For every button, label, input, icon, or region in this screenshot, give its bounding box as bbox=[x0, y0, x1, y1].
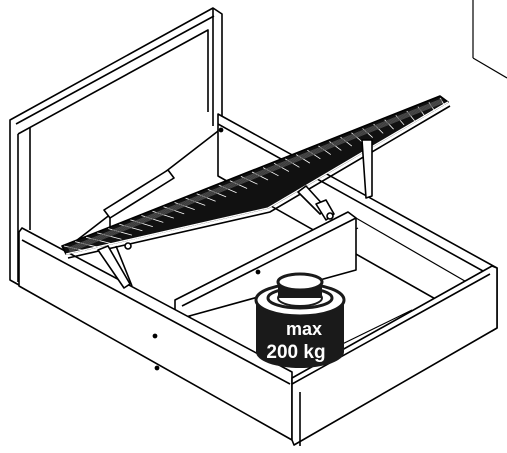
slat-line bbox=[68, 99, 443, 250]
headboard-bracket bbox=[103, 169, 175, 228]
slats bbox=[63, 97, 447, 253]
gas-lift-strut-right bbox=[297, 185, 335, 221]
slatted-base[interactable] bbox=[61, 95, 451, 259]
gas-lift-strut-left bbox=[97, 242, 133, 289]
weight-limit-label: 200 kg bbox=[266, 342, 325, 363]
weight-icon: max 200 kg bbox=[254, 272, 346, 368]
slat-line bbox=[69, 102, 443, 253]
slat-line bbox=[68, 98, 443, 248]
slat-frame-edge bbox=[65, 101, 449, 255]
slat-line bbox=[68, 100, 443, 250]
wall-corner bbox=[472, 0, 507, 79]
gas-lift-strut-back bbox=[361, 139, 373, 199]
slat-line bbox=[69, 101, 443, 252]
slat-line bbox=[69, 103, 443, 253]
slat-line bbox=[69, 101, 443, 251]
slat-line bbox=[68, 100, 443, 251]
weight-max-label: max bbox=[286, 319, 322, 339]
slat-line bbox=[68, 98, 443, 249]
footboard bbox=[291, 265, 498, 446]
